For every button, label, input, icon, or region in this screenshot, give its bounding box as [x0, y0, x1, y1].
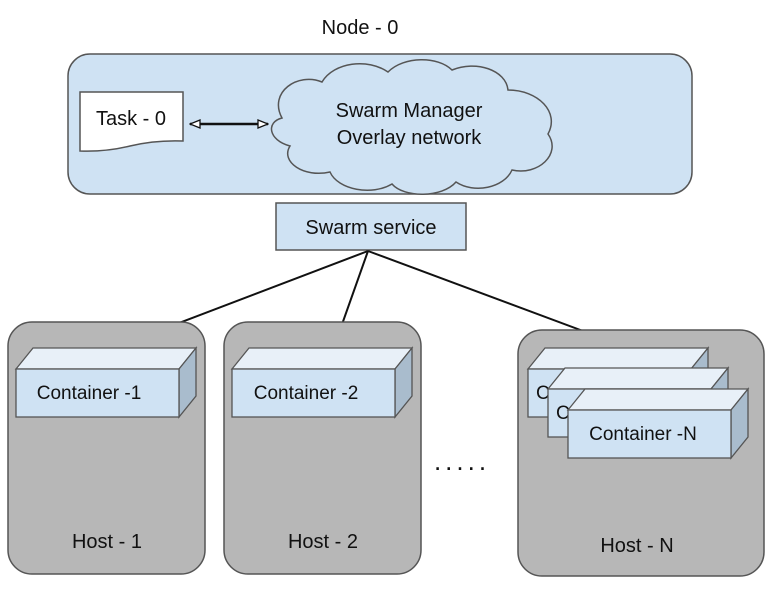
container-1-label: Container -1 — [37, 383, 142, 404]
container-2-box — [230, 346, 414, 419]
cloud-line-2: Overlay network — [337, 127, 482, 149]
node-title: Node - 0 — [322, 17, 399, 39]
container-n-box — [566, 387, 750, 460]
container-2-label: Container -2 — [254, 383, 359, 404]
overlay-network-cloud — [270, 59, 553, 195]
host-1: Container -1 Host - 1 — [7, 321, 206, 575]
host-2-label: Host - 2 — [288, 531, 358, 553]
host-2: Container -2 Host - 2 — [223, 321, 422, 575]
host-n: C C Container -N Host - N — [517, 329, 765, 577]
host-n-label: Host - N — [600, 535, 673, 557]
ellipsis: ..... — [434, 446, 490, 476]
swarm-service-label: Swarm service — [305, 217, 436, 239]
container-1-box — [14, 346, 198, 419]
host-1-label: Host - 1 — [72, 531, 142, 553]
container-n-label: Container -N — [589, 424, 697, 445]
container-n-stack-middle-label: C — [556, 403, 570, 424]
task-document-shape — [79, 91, 184, 152]
cloud-line-1: Swarm Manager — [336, 100, 483, 122]
swarm-service-box — [275, 202, 467, 251]
task-label: Task - 0 — [96, 108, 166, 130]
container-n-stack-back-label: C — [536, 383, 550, 404]
